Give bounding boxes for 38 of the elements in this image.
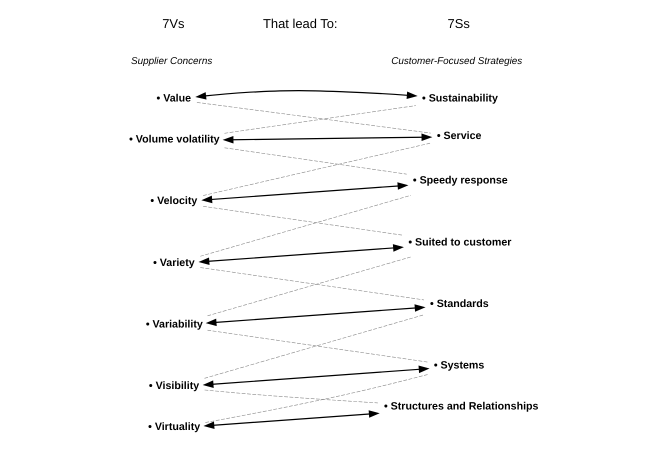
node-text: • Suited to customer: [408, 236, 512, 248]
connector: [224, 147, 407, 174]
connector: [205, 374, 428, 423]
connector: [207, 330, 428, 362]
arrow: [201, 182, 408, 204]
connector: [202, 206, 402, 236]
connector: [207, 256, 411, 316]
arrow: [203, 410, 380, 429]
connector: [224, 105, 416, 134]
label: 7Vs: [162, 16, 185, 32]
label: 7Ss: [448, 16, 470, 32]
node-text: • Value: [156, 92, 191, 104]
connector: [204, 390, 378, 404]
node-text: • Systems: [434, 360, 484, 372]
connector: [200, 195, 411, 257]
arrow: [222, 133, 432, 144]
node-text: • Velocity: [150, 195, 198, 208]
node-text: • Service: [436, 130, 482, 142]
node-text: • Volume volatility: [129, 134, 220, 146]
label: Customer-Focused Strategies: [391, 56, 522, 67]
node-text: • Visibility: [148, 380, 200, 392]
label: Supplier Concerns: [131, 56, 212, 67]
arrow: [202, 366, 430, 388]
node-text: • Variability: [146, 318, 203, 330]
connector: [204, 314, 424, 379]
label: That lead To:: [263, 16, 338, 32]
node-text: • Sustainability: [422, 92, 498, 104]
connector: [196, 102, 432, 134]
node-text: • Standards: [430, 298, 489, 310]
node-text: • Variety: [153, 256, 195, 269]
arrow: [206, 304, 426, 326]
arrow: [195, 90, 418, 100]
connector: [200, 267, 424, 300]
connector: [202, 142, 431, 196]
node-text: • Virtuality: [148, 421, 200, 434]
arrow: [198, 244, 404, 266]
node-text: • Structures and Relationships: [384, 400, 538, 413]
node-text: • Speedy response: [412, 174, 508, 187]
